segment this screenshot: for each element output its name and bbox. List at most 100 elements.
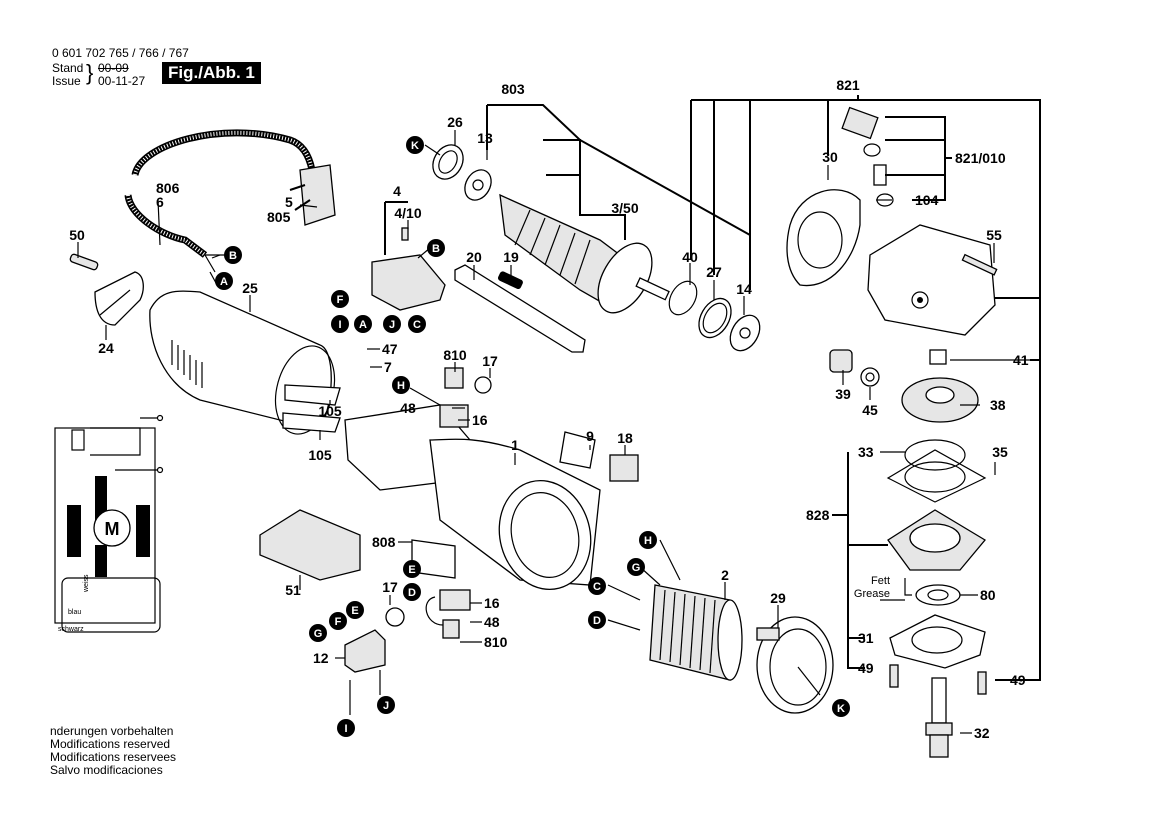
switch-4 [371, 227, 446, 311]
connector-e-module: E [346, 601, 364, 619]
issue-label: Issue [52, 74, 81, 88]
connector-f-module: F [329, 612, 347, 630]
label-51: 51 [285, 582, 301, 598]
label-80: 80 [980, 587, 996, 603]
label-20: 20 [466, 249, 482, 265]
footer-line-fr: Modifications reservees [50, 750, 177, 764]
spindle-32 [925, 677, 953, 758]
label-5: 5 [285, 194, 293, 210]
label-19: 19 [503, 249, 519, 265]
carbon-brush-810-top [444, 367, 464, 389]
footer-line-en: Modifications reserved [50, 737, 171, 751]
nut-45 [860, 367, 880, 387]
label-14: 14 [736, 281, 752, 297]
label-50: 50 [69, 227, 85, 243]
label-45: 45 [862, 402, 878, 418]
connector-i-suppressor: I [337, 719, 355, 737]
bearing-13 [464, 169, 492, 201]
connector-c-stator: C [588, 577, 606, 595]
label-9 [559, 431, 596, 469]
brush-spring-17 [385, 607, 405, 627]
label-39: 39 [835, 386, 851, 402]
svg-text:G: G [314, 628, 323, 640]
connector-j-suppressor: J [377, 696, 395, 714]
label-810-bottom: 810 [484, 634, 508, 650]
label-810-top: 810 [443, 347, 467, 363]
label-32: 32 [974, 725, 990, 741]
svg-text:H: H [397, 380, 405, 392]
connector-c-switch: C [408, 315, 426, 333]
label-16-bottom: 16 [484, 595, 500, 611]
stand-value: 00-09 [98, 61, 129, 75]
label-48-top: 48 [400, 400, 416, 416]
connector-h-stator: H [639, 531, 657, 549]
svg-text:K: K [837, 703, 845, 715]
brush-spring-17-top [474, 376, 492, 394]
label-24: 24 [98, 340, 114, 356]
wiring-schematic: M weiss blau schwarz [54, 414, 164, 633]
brace: } [86, 60, 94, 85]
stand-label: Stand [52, 61, 84, 75]
label-105-bottom: 105 [308, 447, 332, 463]
label-12: 12 [313, 650, 329, 666]
label-33: 33 [858, 444, 874, 460]
power-cable [124, 129, 316, 273]
bearing-cap-26 [432, 144, 464, 180]
bearing-plate-31 [889, 614, 986, 669]
footer-notes: nderungen vorbehalten Modifications rese… [50, 725, 176, 777]
connector-d-stator: D [588, 611, 606, 629]
label-18: 18 [617, 430, 633, 446]
bearing-flange-828 [887, 509, 986, 571]
retaining-ring-40 [668, 280, 698, 316]
label-828: 828 [806, 507, 830, 523]
grease-note-de: Fett [871, 575, 890, 587]
label-105-top: 105 [318, 403, 342, 419]
electronic-module-51 [259, 509, 361, 581]
svg-text:A: A [359, 319, 367, 331]
connector-f-switch: F [331, 290, 349, 308]
connector-j-switch: J [383, 315, 401, 333]
footer-line-es: Salvo modificaciones [50, 763, 163, 777]
label-48-bottom: 48 [484, 614, 500, 630]
armature-3-50 [499, 193, 670, 314]
connector-k-airguide: K [832, 699, 850, 717]
svg-text:E: E [351, 605, 358, 617]
label-808: 808 [372, 534, 396, 550]
leader-lines [77, 130, 1030, 734]
switch-knob-18 [609, 454, 639, 482]
connector-d-brush: D [403, 583, 421, 601]
svg-text:B: B [432, 243, 440, 255]
svg-text:E: E [408, 564, 415, 576]
label-25: 25 [242, 280, 258, 296]
connector-badges: K B A B F I A J C H H G C E D D E G F J … [215, 136, 850, 737]
label-29: 29 [770, 590, 786, 606]
svg-text:H: H [644, 535, 652, 547]
label-30: 30 [822, 149, 838, 165]
figure-label: Fig./Abb. 1 [162, 62, 261, 84]
label-3-50: 3/50 [611, 200, 638, 216]
svg-text:F: F [335, 616, 342, 628]
svg-text:I: I [344, 723, 347, 735]
connector-h-brush: H [392, 376, 410, 394]
motor-housing-cover-25 [149, 290, 341, 435]
wire-blau-label: blau [68, 609, 81, 616]
label-40: 40 [682, 249, 698, 265]
label-2: 2 [721, 567, 729, 583]
connector-g-stator: G [627, 558, 645, 576]
label-31: 31 [858, 630, 874, 646]
brush-holder-16 [439, 589, 471, 611]
spring-19 [497, 271, 523, 290]
footer-line-de: nderungen vorbehalten [50, 724, 174, 738]
svg-text:D: D [408, 587, 416, 599]
label-17-bottom: 17 [382, 579, 398, 595]
label-821-010: 821/010 [955, 150, 1006, 166]
label-6: 6 [156, 194, 164, 210]
svg-text:I: I [338, 319, 341, 331]
screw-49-left [889, 664, 899, 688]
svg-text:J: J [389, 319, 395, 331]
slide-switch-20 [454, 264, 586, 353]
grease-note-en: Grease [854, 588, 890, 600]
svg-text:C: C [413, 319, 421, 331]
label-49-right: 49 [1010, 672, 1026, 688]
